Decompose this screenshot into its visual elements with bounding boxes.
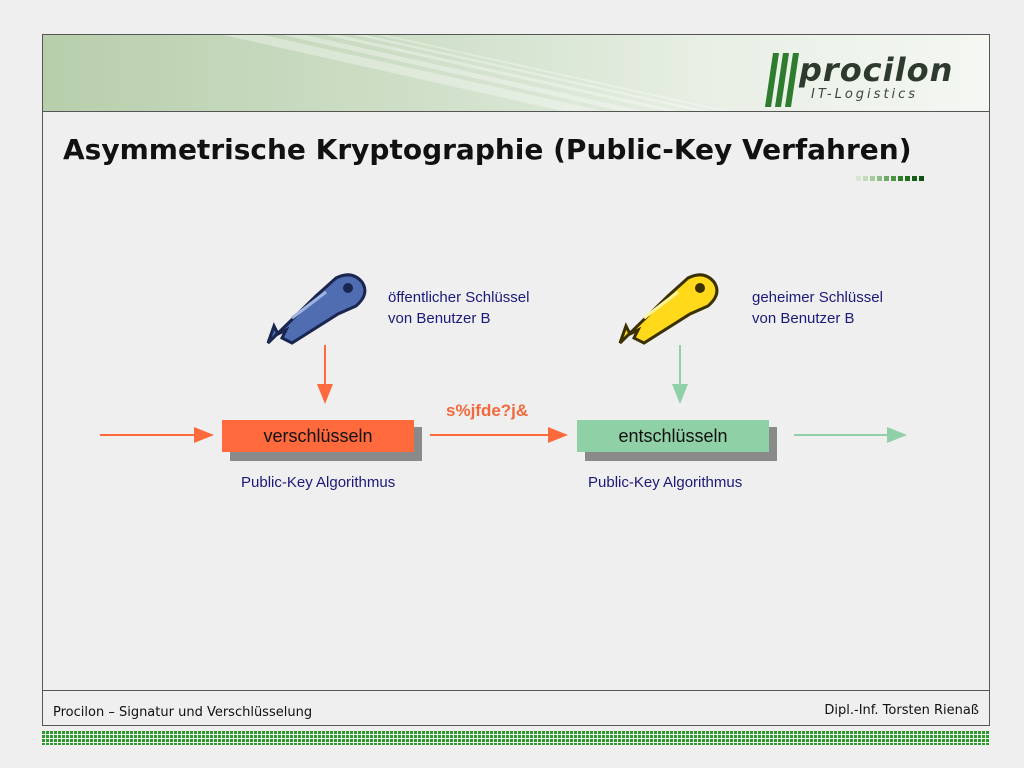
encrypt-box: verschlüsseln bbox=[222, 420, 414, 452]
algorithm-label-left: Public-Key Algorithmus bbox=[241, 474, 396, 491]
logo-tagline: IT-Logistics bbox=[811, 87, 919, 102]
public-key-label-line1: öffentlicher Schlüssel bbox=[388, 289, 530, 306]
public-key-label: öffentlicher Schlüssel von Benutzer B bbox=[388, 287, 529, 329]
procilon-logo: procilon IT-Logistics bbox=[755, 49, 985, 109]
header-banner: procilon IT-Logistics bbox=[43, 35, 989, 112]
page-title: Asymmetrische Kryptographie (Public-Key … bbox=[63, 133, 912, 166]
secret-key-label: geheimer Schlüssel von Benutzer B bbox=[752, 287, 883, 329]
bottom-dotted-bar bbox=[42, 731, 990, 745]
blue-key-icon bbox=[266, 273, 367, 345]
secret-key-label-line2: von Benutzer B bbox=[752, 310, 855, 327]
logo-mark-icon bbox=[765, 53, 799, 107]
logo-name: procilon bbox=[799, 51, 954, 89]
footer-left-text: Procilon – Signatur und Verschlüsselung bbox=[53, 705, 313, 720]
decrypt-box: entschlüsseln bbox=[577, 420, 769, 452]
slide: procilon IT-Logistics Asymmetrische Kryp… bbox=[42, 34, 990, 726]
slide-footer: Procilon – Signatur und Verschlüsselung … bbox=[43, 690, 989, 726]
yellow-key-icon bbox=[618, 273, 719, 345]
secret-key-label-line1: geheimer Schlüssel bbox=[752, 289, 883, 306]
footer-author: Dipl.-Inf. Torsten Rienaß bbox=[824, 703, 979, 718]
algorithm-label-right: Public-Key Algorithmus bbox=[588, 474, 743, 491]
title-dots-decoration bbox=[856, 176, 924, 181]
public-key-label-line2: von Benutzer B bbox=[388, 310, 491, 327]
banner-stripes bbox=[223, 35, 729, 111]
ciphertext-label: s%jfde?j& bbox=[446, 401, 529, 420]
